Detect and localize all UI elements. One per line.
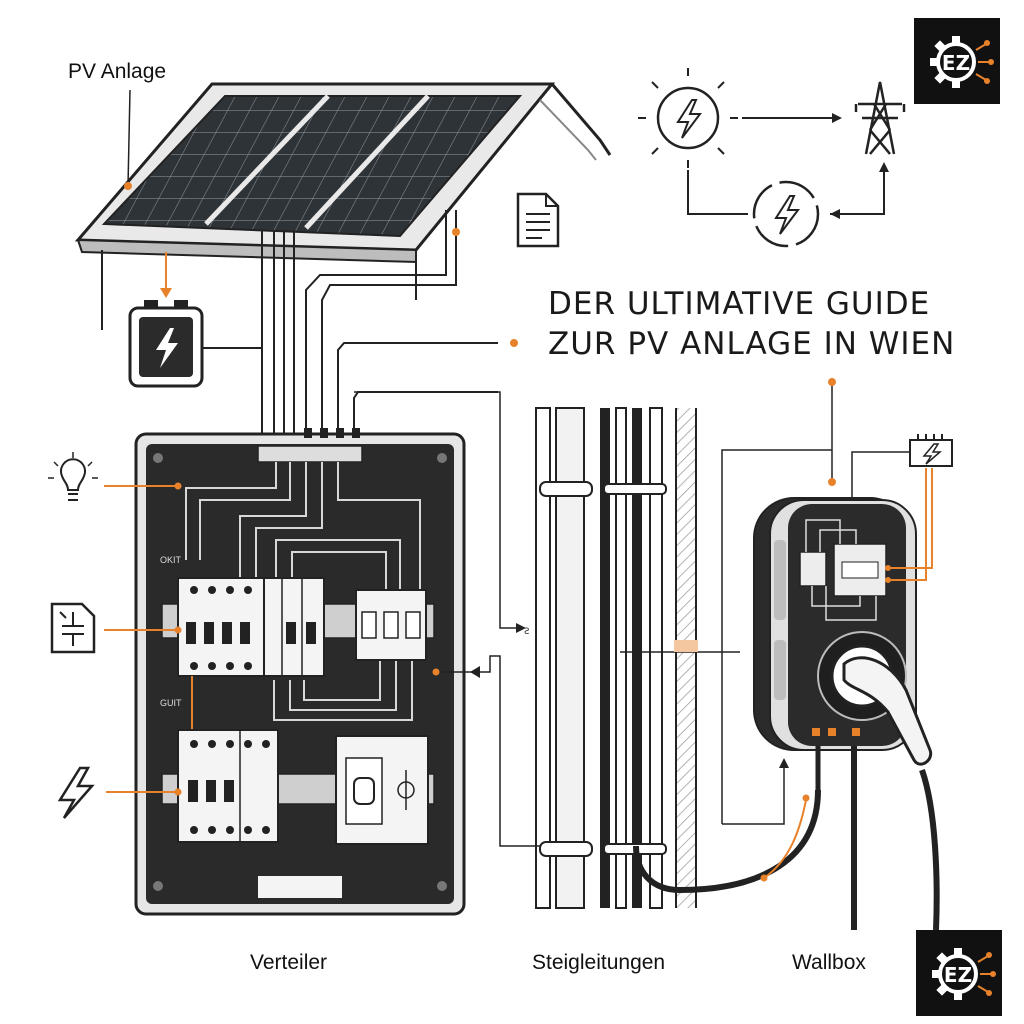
accent-dot	[174, 788, 182, 796]
panel-label-lower: GUIT	[160, 698, 182, 708]
gear-icon: EZ	[930, 36, 994, 88]
ez-logo-bottom: EZ	[916, 930, 1002, 1016]
charging-status-icon	[909, 434, 953, 467]
accent-dot	[174, 626, 182, 634]
accent-dot	[432, 668, 440, 676]
accent-dot	[885, 577, 891, 583]
accent-dot	[452, 228, 460, 236]
steigleitungen-label: Steigleitungen	[532, 951, 666, 974]
accent-dot	[124, 182, 132, 190]
lightning-icon	[57, 766, 95, 819]
headline: DER ULTIMATIVE GUIDE ZUR PV ANLAGE IN WI…	[548, 284, 955, 364]
accent-dot	[828, 378, 836, 386]
wallbox	[633, 497, 940, 931]
pv-cables	[261, 210, 498, 452]
accent-dot	[760, 874, 768, 882]
leader-line	[888, 468, 927, 581]
schematic-document-icon	[50, 602, 96, 654]
leader-line	[888, 468, 933, 569]
riser-shaft	[535, 407, 740, 909]
riser-mark: Ƨ	[524, 627, 529, 637]
gear-icon: EZ	[932, 948, 996, 1000]
distribution-board	[134, 428, 466, 916]
headline-line-1: DER ULTIMATIVE GUIDE	[548, 286, 931, 322]
verteiler-label: Verteiler	[250, 951, 328, 974]
accent-dot	[802, 794, 810, 802]
pv-anlage-label: PV Anlage	[68, 60, 167, 83]
pv-label-leader	[127, 89, 131, 187]
connection-lines	[354, 391, 832, 847]
headline-line-2: ZUR PV ANLAGE IN WIEN	[548, 326, 956, 362]
solar-panel	[74, 82, 612, 330]
battery-icon	[128, 252, 262, 388]
logo-text: EZ	[944, 963, 972, 987]
grid-feed-diagram	[638, 68, 906, 248]
logo-text: EZ	[942, 51, 970, 75]
accent-dot	[174, 482, 182, 490]
arrow	[516, 623, 526, 633]
bulb-icon	[48, 452, 98, 501]
wallbox-label: Wallbox	[792, 951, 866, 974]
document-icon	[516, 192, 560, 248]
arrow	[470, 666, 480, 678]
accent-dot	[510, 339, 518, 347]
leader-line	[763, 799, 807, 879]
accent-dot	[828, 478, 836, 486]
accent-dot	[885, 565, 891, 571]
wallbox-leaders	[831, 382, 910, 500]
ez-logo-top: EZ	[914, 18, 1000, 104]
power-pylon-icon	[854, 81, 906, 155]
panel-label-upper: OKIT	[160, 555, 182, 565]
arrow	[779, 758, 789, 768]
